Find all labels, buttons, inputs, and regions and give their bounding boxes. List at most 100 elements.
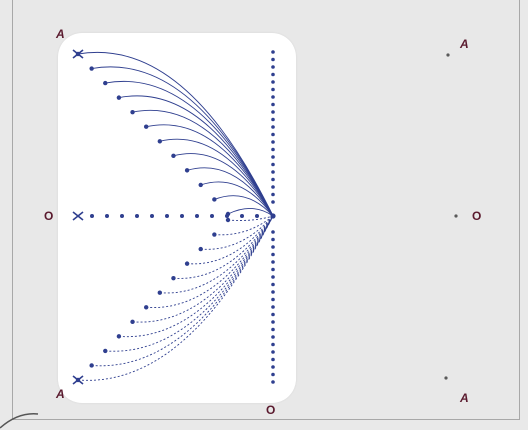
- cross-mark-stroke: [72, 211, 84, 221]
- horizontal-axis-dot: [240, 214, 244, 218]
- label-right-top: A: [460, 37, 469, 51]
- vertical-axis-dot: [271, 275, 275, 279]
- lower-curve: [227, 215, 274, 221]
- vertical-axis-dot: [271, 350, 275, 354]
- upper-curve-point: [89, 66, 94, 71]
- upper-curve: [227, 208, 274, 217]
- upper-curve: [159, 138, 274, 217]
- vertical-axis-dot: [271, 200, 275, 204]
- reference-dot: [446, 53, 450, 57]
- lower-curve-point: [225, 217, 231, 223]
- upper-curve: [200, 181, 274, 217]
- reference-dot: [454, 214, 458, 218]
- upper-curve: [77, 51, 274, 217]
- vertical-axis-dot: [271, 162, 275, 167]
- lower-curve: [132, 215, 274, 323]
- horizontal-axis-dot: [165, 214, 169, 218]
- cross-markers: [72, 49, 84, 385]
- vertical-axis-dot: [271, 132, 275, 137]
- vertical-axis-dot: [271, 95, 275, 99]
- upper-curve: [146, 124, 274, 217]
- upper-curve-point: [103, 80, 108, 86]
- upper-curve-point: [143, 124, 149, 129]
- vertical-axis-dot: [271, 342, 275, 347]
- label-left-middle: O: [44, 209, 54, 223]
- upper-curve: [132, 109, 274, 217]
- vertical-axis-dot: [271, 185, 275, 189]
- page-curl-decoration: [0, 413, 39, 429]
- label-left-bottom: A: [56, 387, 65, 401]
- vertical-axis-dot: [271, 245, 275, 249]
- vertical-axis-dot: [271, 72, 275, 77]
- lower-curve: [187, 215, 274, 265]
- horizontal-axis-dot: [210, 214, 214, 218]
- vertical-axis-dot: [271, 110, 275, 114]
- upper-curve: [186, 167, 274, 217]
- vertical-axis-dot: [271, 365, 275, 369]
- vertical-axis-dot: [271, 155, 275, 159]
- vertical-axis-dot: [271, 282, 275, 287]
- right-reference-dots: [444, 53, 458, 380]
- lower-curve-family: [75, 215, 274, 383]
- horizontal-axis-dot: [105, 214, 109, 218]
- vertical-axis-dot: [271, 320, 275, 324]
- vertical-axis-dot: [271, 230, 275, 234]
- vertical-axis-dot: [271, 260, 275, 264]
- vertical-axis-dot: [271, 305, 275, 309]
- label-right-middle: O: [472, 209, 482, 223]
- vertical-axis-dot: [271, 50, 275, 54]
- vertical-axis-dot: [271, 125, 275, 129]
- label-bottom-center: O: [266, 403, 276, 417]
- cross-mark-stroke: [72, 49, 84, 59]
- vertical-axis-dot: [271, 177, 275, 182]
- lower-curve-point: [171, 275, 176, 281]
- lower-curve-point: [89, 363, 94, 368]
- lower-curve: [77, 215, 274, 381]
- cross-mark-stroke: [72, 375, 84, 385]
- horizontal-axis-dot: [90, 214, 94, 218]
- vertical-axis-dot: [271, 267, 275, 272]
- horizontal-axis-dot: [180, 214, 184, 218]
- upper-curve: [173, 153, 274, 217]
- label-right-bottom: A: [460, 391, 469, 405]
- convergence-point: [270, 213, 276, 219]
- diagram-card: [58, 33, 296, 403]
- lower-curve-point: [212, 232, 217, 237]
- vertical-axis-dot: [271, 290, 275, 294]
- vertical-axis-dot: [271, 312, 275, 317]
- upper-curve-point: [184, 168, 190, 173]
- vertical-axis-dot: [271, 372, 275, 377]
- horizontal-axis-dot: [195, 214, 199, 218]
- vertical-axis-dot: [271, 252, 275, 257]
- axis-dot-markers: [90, 50, 276, 384]
- lower-curve-point: [116, 334, 122, 339]
- horizontal-axis-dot: [135, 214, 139, 218]
- vertical-axis-dot: [271, 297, 275, 302]
- horizontal-axis-dot: [225, 214, 229, 218]
- lower-curve-point: [157, 290, 163, 295]
- lower-curve: [118, 215, 274, 338]
- upper-curve-point: [130, 109, 135, 115]
- upper-curve-point: [171, 153, 176, 159]
- lower-curve-point: [184, 261, 190, 266]
- upper-curve-point: [198, 182, 203, 188]
- upper-curve: [214, 195, 274, 217]
- lower-curve: [214, 215, 274, 236]
- vertical-axis-dot: [271, 147, 275, 152]
- lower-curve: [159, 215, 274, 294]
- horizontal-axis-dot: [150, 214, 154, 218]
- lower-curve: [105, 215, 274, 352]
- vertical-axis-dot: [271, 170, 275, 174]
- lower-curve: [173, 215, 274, 279]
- lower-curve-point: [103, 348, 108, 354]
- vertical-axis-dot: [271, 140, 275, 144]
- vertical-axis-dot: [271, 327, 275, 332]
- vertical-axis-dot: [271, 80, 275, 84]
- vertical-axis-dot: [271, 335, 275, 339]
- upper-curve-family: [75, 51, 274, 217]
- label-left-top: A: [56, 27, 65, 41]
- vertical-axis-dot: [271, 57, 275, 62]
- upper-curve: [105, 81, 274, 217]
